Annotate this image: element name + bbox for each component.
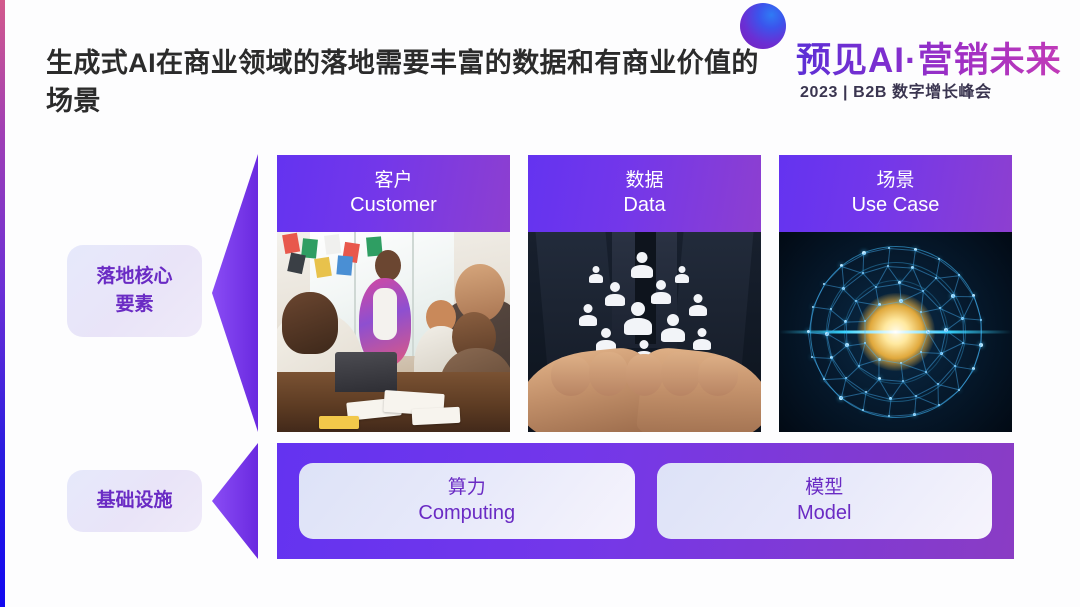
core-card-usecase-header: 场景 Use Case xyxy=(779,155,1012,232)
category-core-line2: 要素 xyxy=(115,294,154,315)
event-logo: 预见AI·营销未来 2023 | B2B 数字增长峰会 xyxy=(738,2,1061,114)
left-edge-accent-strip xyxy=(0,0,5,607)
left-arrow-infrastructure-icon xyxy=(212,443,258,559)
core-card-data: 数据 Data xyxy=(528,155,761,432)
core-card-data-title-zh: 数据 xyxy=(625,169,664,191)
infrastructure-bar: 算力 Computing 模型 Model xyxy=(277,443,1014,559)
core-card-usecase: 场景 Use Case xyxy=(779,155,1012,432)
logo-sub-text: 2023 | B2B 数字增长峰会 xyxy=(800,84,992,101)
category-core-line1: 落地核心 xyxy=(96,266,173,288)
core-card-data-image xyxy=(528,232,761,432)
infrastructure-card-computing: 算力 Computing xyxy=(299,463,635,539)
infrastructure-model-zh: 模型 xyxy=(805,477,844,499)
core-card-customer-image xyxy=(277,232,510,432)
category-label-core-elements: 落地核心 要素 xyxy=(67,245,202,337)
core-card-usecase-title-en: Use Case xyxy=(851,193,940,216)
core-card-data-title-en: Data xyxy=(623,193,666,216)
core-card-data-header: 数据 Data xyxy=(528,155,761,232)
category-infra-line1: 基础设施 xyxy=(96,490,173,512)
core-card-usecase-title-zh: 场景 xyxy=(876,169,915,191)
page-title: 生成式AI在商业领域的落地需要丰富的数据和有商业价值的场景 xyxy=(46,48,759,117)
core-card-customer-title-en: Customer xyxy=(350,193,437,216)
infrastructure-card-model: 模型 Model xyxy=(656,463,992,539)
core-card-customer: 客户 Customer xyxy=(277,155,510,432)
gradient-sphere-icon xyxy=(740,3,786,49)
left-arrow-core-icon xyxy=(212,154,258,432)
logo-main-text: 预见AI·营销未来 xyxy=(796,32,1062,83)
core-card-customer-header: 客户 Customer xyxy=(277,155,510,232)
infrastructure-model-en: Model xyxy=(797,501,852,524)
category-label-infrastructure: 基础设施 xyxy=(67,470,202,532)
core-card-customer-title-zh: 客户 xyxy=(374,169,413,191)
core-card-usecase-image xyxy=(779,232,1012,432)
infrastructure-computing-en: Computing xyxy=(418,501,516,524)
infrastructure-computing-zh: 算力 xyxy=(447,477,486,499)
